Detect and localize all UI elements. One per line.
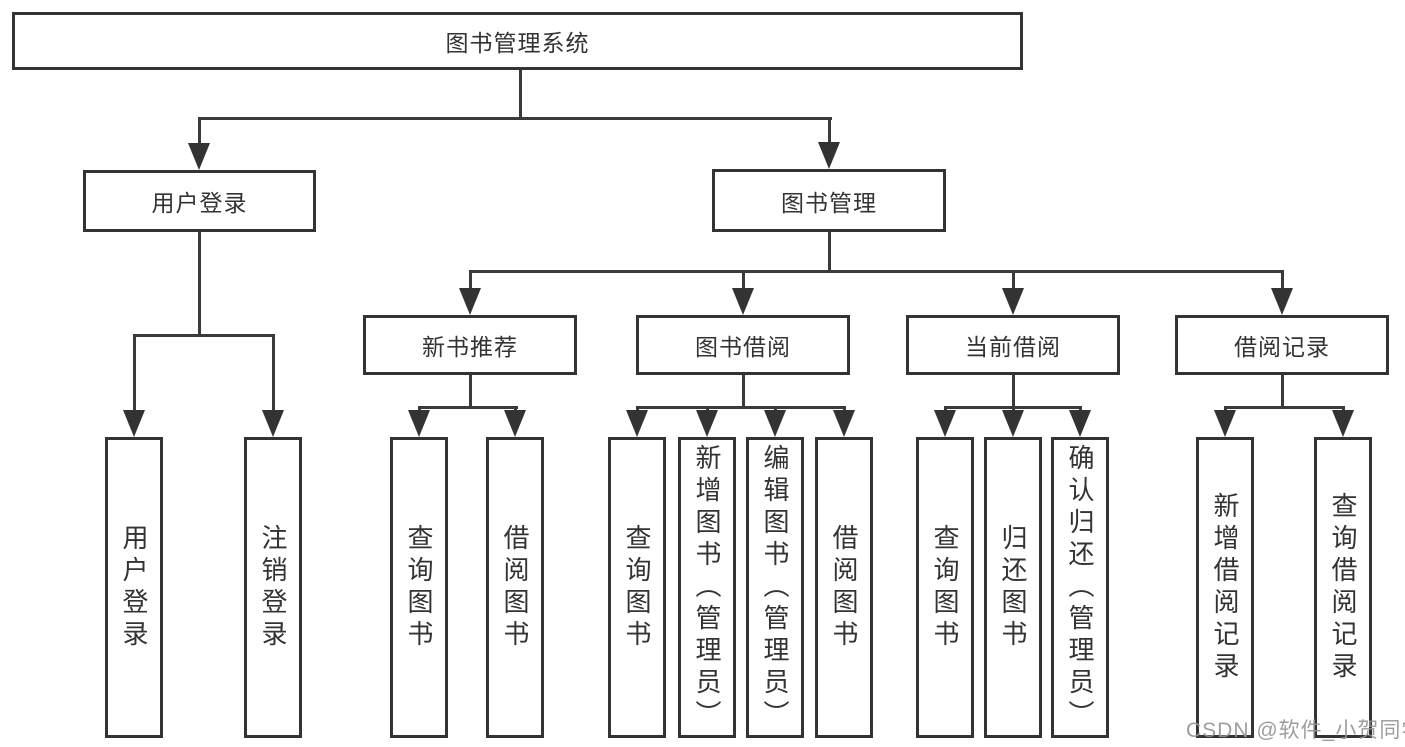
leaf-user-login: 用户登录	[105, 437, 163, 738]
leaf-return-books: 归还图书	[984, 437, 1042, 738]
connector-root-stub	[518, 70, 522, 120]
leaf-query-books-3: 查询图书	[916, 437, 974, 738]
connector-records-stub	[1280, 375, 1284, 409]
connector-bookborrow-stub	[741, 375, 745, 409]
connector-userlogin-drop-1	[132, 334, 136, 414]
leaf-borrow-books-1-label: 借阅图书	[500, 523, 530, 652]
arrowhead-query-books-1-icon	[408, 410, 430, 437]
leaf-query-borrow-record: 查询借阅记录	[1314, 437, 1372, 738]
connector-newbook-bar	[417, 406, 518, 409]
arrowhead-borrow-books-1-icon	[504, 410, 526, 437]
connector-bookborrow-bar	[635, 406, 846, 409]
leaf-edit-books-admin: 编辑图书（管理员）	[746, 437, 804, 738]
leaf-query-books-1-label: 查询图书	[404, 523, 434, 652]
node-book-borrow: 图书借阅	[636, 315, 850, 375]
connector-bookmgmt-drop-1	[468, 270, 472, 292]
node-user-login-label: 用户登录	[151, 190, 248, 216]
csdn-watermark: CSDN @软件_小贺同学	[1186, 719, 1405, 742]
arrowhead-new-book-recommend-icon	[459, 288, 481, 315]
arrowhead-borrow-books-2-icon	[833, 410, 855, 437]
node-current-borrow-label: 当前借阅	[965, 334, 1061, 360]
arrowhead-logout-leaf-icon	[262, 410, 284, 437]
arrowhead-borrow-records-icon	[1271, 288, 1293, 315]
arrowhead-return-books-icon	[1002, 410, 1024, 437]
connector-records-bar	[1223, 406, 1345, 409]
connector-bookmgmt-stub	[827, 232, 831, 273]
node-root-label: 图书管理系统	[445, 30, 590, 56]
arrowhead-edit-books-icon	[764, 410, 786, 437]
arrowhead-confirm-return-icon	[1069, 410, 1091, 437]
leaf-return-books-label: 归还图书	[998, 523, 1028, 652]
arrowhead-query-books-2-icon	[626, 410, 648, 437]
node-new-book-recommend: 新书推荐	[363, 315, 577, 375]
node-book-management-label: 图书管理	[781, 189, 877, 216]
connector-bookmgmt-drop-2	[741, 270, 745, 292]
node-borrow-records-label: 借阅记录	[1234, 334, 1330, 360]
leaf-add-books-admin: 新增图书（管理员）	[678, 437, 736, 738]
leaf-borrow-books-1: 借阅图书	[486, 437, 544, 738]
arrowhead-user-login-leaf-icon	[123, 410, 145, 437]
arrowhead-query-record-icon	[1332, 410, 1354, 437]
node-borrow-records: 借阅记录	[1175, 315, 1389, 375]
leaf-logout: 注销登录	[244, 437, 302, 738]
leaf-confirm-return-admin-label: 确认归还（管理员）	[1065, 443, 1095, 732]
leaf-query-books-1: 查询图书	[390, 437, 448, 738]
leaf-user-login-label: 用户登录	[119, 523, 149, 652]
connector-root-bar	[197, 117, 832, 120]
connector-bookmgmt-drop-3	[1011, 270, 1015, 292]
arrowhead-add-books-icon	[696, 410, 718, 437]
leaf-logout-label: 注销登录	[258, 523, 288, 652]
leaf-query-books-2-label: 查询图书	[622, 523, 652, 652]
leaf-add-books-admin-label: 新增图书（管理员）	[692, 443, 722, 732]
node-root: 图书管理系统	[12, 12, 1023, 70]
leaf-query-books-2: 查询图书	[608, 437, 666, 738]
leaf-query-books-3-label: 查询图书	[930, 523, 960, 652]
leaf-confirm-return-admin: 确认归还（管理员）	[1051, 437, 1109, 738]
connector-userlogin-bar	[132, 334, 275, 337]
arrowhead-current-borrow-icon	[1002, 288, 1024, 315]
arrowhead-book-borrow-icon	[732, 288, 754, 315]
connector-currentborrow-stub	[1011, 375, 1015, 409]
leaf-query-borrow-record-label: 查询借阅记录	[1328, 491, 1358, 684]
leaf-add-borrow-record: 新增借阅记录	[1196, 437, 1254, 738]
node-book-management: 图书管理	[712, 169, 946, 232]
connector-userlogin-drop-2	[271, 334, 275, 414]
leaf-add-borrow-record-label: 新增借阅记录	[1210, 491, 1240, 684]
leaf-borrow-books-2: 借阅图书	[815, 437, 873, 738]
connector-userlogin-stub	[197, 232, 201, 337]
arrowhead-user-login-icon	[188, 143, 210, 170]
arrowhead-book-management-icon	[818, 142, 840, 169]
leaf-borrow-books-2-label: 借阅图书	[829, 523, 859, 652]
arrowhead-query-books-3-icon	[934, 410, 956, 437]
node-book-borrow-label: 图书借阅	[695, 334, 791, 360]
node-user-login: 用户登录	[83, 170, 316, 232]
node-current-borrow: 当前借阅	[906, 315, 1120, 375]
arrowhead-add-record-icon	[1214, 410, 1236, 437]
connector-root-drop-left	[197, 117, 201, 149]
connector-bookmgmt-bar	[468, 270, 1284, 273]
connector-root-drop-right	[827, 117, 831, 149]
connector-bookmgmt-drop-4	[1280, 270, 1284, 292]
leaf-edit-books-admin-label: 编辑图书（管理员）	[760, 443, 790, 732]
connector-newbook-stub	[468, 375, 472, 409]
node-new-book-recommend-label: 新书推荐	[422, 334, 518, 360]
